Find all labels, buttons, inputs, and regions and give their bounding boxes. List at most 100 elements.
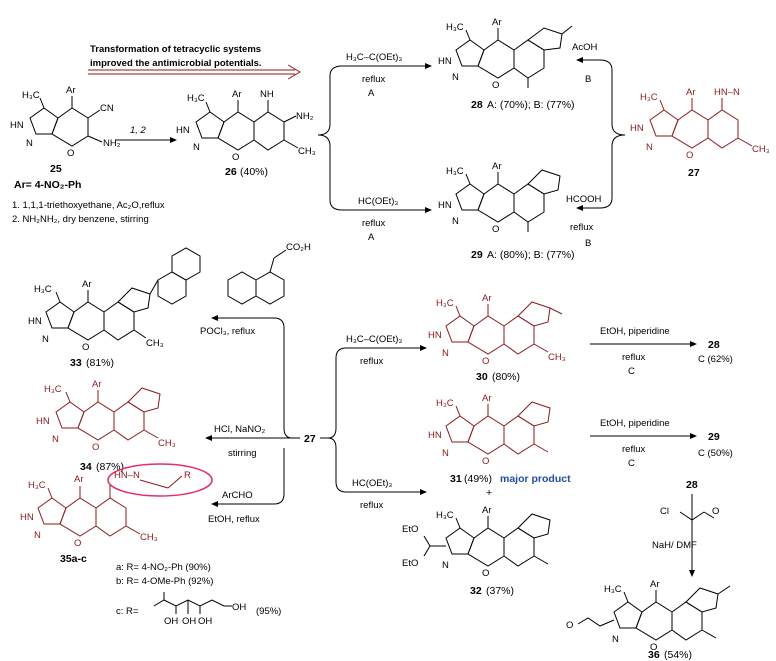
- c30-ar: Ar: [482, 293, 492, 304]
- c36-o: O: [650, 642, 657, 653]
- c29t-ar: Ar: [492, 161, 502, 172]
- c27-h3c: H₃C: [640, 92, 658, 103]
- c29t-yield: A: (80%); B: (77%): [487, 249, 575, 261]
- c25-label: 25: [50, 163, 62, 175]
- cond-hcl: HCl, NaNO₂: [214, 424, 266, 435]
- c31-hn: HN: [428, 430, 442, 441]
- cond-etoh-pip-2: EtOH, piperidine: [600, 418, 670, 429]
- step1-note: 1. 1,1,1-triethoxyethane, Ac₂O,reflux: [12, 200, 165, 211]
- c27-hn: HN: [630, 123, 644, 134]
- cond-reflux-6: reflux: [622, 352, 645, 363]
- cond-c-2: C: [628, 458, 635, 469]
- c35-sub-b: b: R= 4-OMe-Ph (92%): [116, 576, 213, 587]
- c36-label: 36: [648, 649, 660, 661]
- c35-sub-c: c: R=: [116, 606, 139, 617]
- c29r-yield: C (50%): [698, 448, 733, 459]
- c28t-hn: HN: [438, 56, 452, 67]
- sugar-oh-3: OH: [198, 616, 212, 627]
- c30-n: N: [442, 348, 449, 359]
- c25-nh2: NH₂: [103, 138, 121, 149]
- banner-arrow: [88, 64, 301, 80]
- compound-25-structure: [29, 96, 103, 147]
- c36-ar: Ar: [650, 579, 660, 590]
- cond-b-1: B: [585, 74, 591, 85]
- c33-ch3: CH₃: [146, 338, 164, 349]
- cond-reflux-4: reflux: [360, 356, 383, 367]
- c36-n: N: [612, 634, 619, 645]
- cond-stirring: stirring: [228, 448, 257, 459]
- c29t-hn: HN: [438, 200, 452, 211]
- reagent-co2h: CO₂H: [286, 242, 311, 253]
- c34-hn: HN: [36, 416, 50, 427]
- c30-o: O: [482, 356, 489, 367]
- c36-yield: (54%): [664, 649, 692, 661]
- c33-yield: (81%): [86, 357, 114, 369]
- c31-ar: Ar: [482, 393, 492, 404]
- c32-n: N: [442, 560, 449, 571]
- cond-hcooh: HCOOH: [566, 194, 602, 205]
- c36-h3c: H₃C: [604, 584, 622, 595]
- c34-o: O: [92, 442, 99, 453]
- c26-ar: Ar: [232, 89, 242, 100]
- c26-n: N: [193, 142, 200, 153]
- c35-ch3: CH₃: [140, 532, 158, 543]
- c29t-h3c: H₃C: [446, 166, 464, 177]
- c27-label: 27: [688, 167, 700, 179]
- c28t-label: 28: [471, 99, 483, 111]
- c35-hn: HN: [20, 512, 34, 523]
- c27-o: O: [686, 150, 693, 161]
- c28t-o: O: [492, 80, 499, 91]
- c33-hn: HN: [28, 316, 42, 327]
- compound-28-top-structure: [455, 25, 573, 88]
- c28t-h3c: H₃C: [446, 22, 464, 33]
- c30-h3c: H₃C: [436, 298, 454, 309]
- c29t-n: N: [452, 216, 459, 227]
- c29t-label: 29: [471, 249, 483, 261]
- c30-yield: (80%): [492, 371, 520, 383]
- c27-n: N: [646, 142, 653, 153]
- c33-n: N: [42, 334, 49, 345]
- cond-orthoacetate-top: H₃C–C(OEt)₃: [346, 52, 402, 63]
- cond-reflux-5: reflux: [360, 500, 383, 511]
- cond-orthoacetate-mid: H₃C–C(OEt)₃: [346, 334, 402, 345]
- c27-ar: Ar: [686, 87, 696, 98]
- c28t-n: N: [452, 72, 459, 83]
- cond-orthoformate-mid: HC(OEt)₃: [352, 478, 392, 489]
- c32-ar: Ar: [482, 505, 492, 516]
- c31-h3c: H₃C: [436, 398, 454, 409]
- c26-ch3: CH₃: [298, 146, 316, 157]
- c30-ch3: CH₃: [548, 352, 566, 363]
- banner-line2: improved the antimicrobial potentials.: [90, 58, 262, 69]
- c26-label: 26: [225, 166, 237, 178]
- cond-reflux-3: reflux: [570, 222, 593, 233]
- c32-h3c: H₃C: [436, 510, 454, 521]
- step12-label: 1, 2: [130, 125, 147, 136]
- c25-o: O: [67, 148, 74, 159]
- sugar-oh-1: OH: [164, 616, 178, 627]
- c31-yield: (49%): [464, 473, 492, 485]
- c33-label: 33: [70, 357, 82, 369]
- branch-26: [317, 63, 432, 213]
- compound-31-structure: [445, 401, 551, 455]
- c35-r: R: [184, 470, 191, 481]
- c28t-ar: Ar: [492, 17, 502, 28]
- sugar-chain-structure: [153, 592, 232, 614]
- cond-reflux-1: reflux: [362, 74, 385, 85]
- cond-acoh: AcOH: [572, 42, 597, 53]
- c29r-label: 29: [708, 431, 720, 443]
- c35-n: N: [34, 530, 41, 541]
- c35-label: 35a-c: [60, 553, 87, 565]
- c25-h3c: H₃C: [22, 90, 40, 101]
- c26-yield: (40%): [240, 166, 268, 178]
- cond-etoh-reflux: EtOH, reflux: [208, 514, 260, 525]
- c36-o-ether: O: [566, 620, 573, 631]
- compound-34-structure: [55, 387, 161, 441]
- c25-cn: CN: [100, 103, 114, 114]
- branch-27-middle: [320, 345, 427, 495]
- c34-ar: Ar: [92, 379, 102, 390]
- c28r-yield: C (62%): [698, 354, 733, 365]
- c26-nh: NH: [260, 89, 274, 100]
- c34-n: N: [52, 434, 59, 445]
- c30-label: 30: [476, 371, 488, 383]
